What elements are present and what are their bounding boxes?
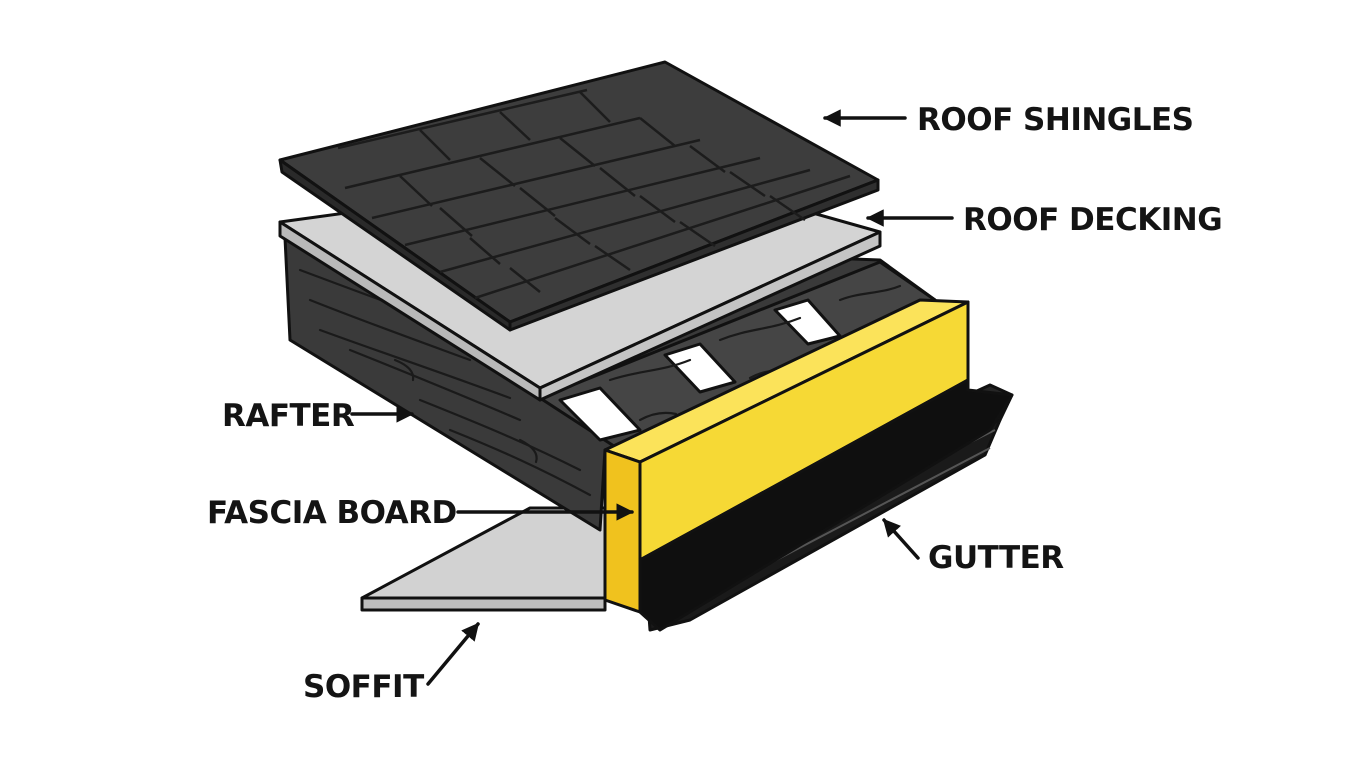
roof-shingles-panel [278,60,880,332]
soffit-panel [360,506,610,612]
callout-arrows [350,109,954,686]
fascia-board-label: FASCIA BOARD [207,495,457,531]
soffit-arrow [426,622,480,686]
gutter-label: GUTTER [928,540,1064,576]
fascia-board [603,298,1014,632]
rafter-label: RAFTER [222,398,355,434]
roof-shingles-label: ROOF SHINGLES [917,102,1194,138]
roof-decking-label: ROOF DECKING [963,202,1222,238]
gutter-arrow [882,518,920,560]
soffit-label: SOFFIT [303,669,424,705]
